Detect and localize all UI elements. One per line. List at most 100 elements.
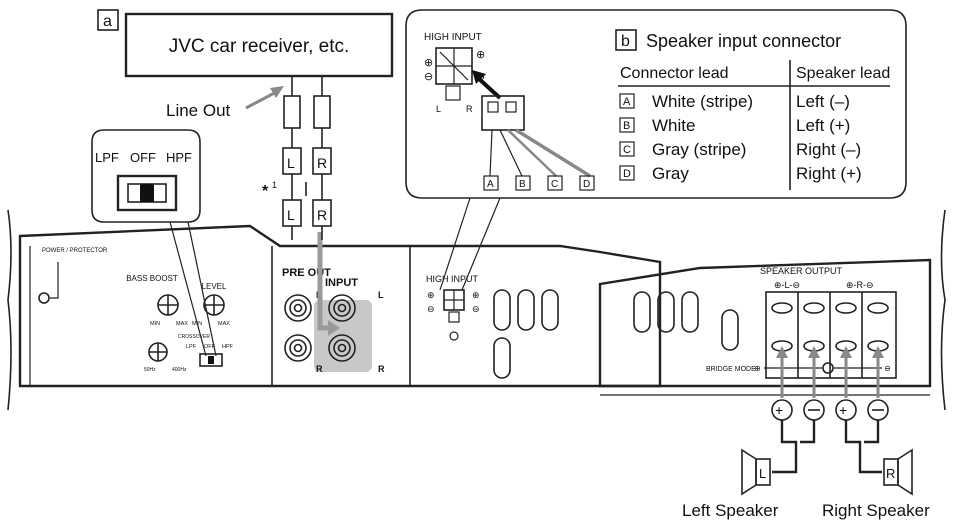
rca-r-label-2: R [317, 207, 327, 223]
speaker-output-label: SPEAKER OUTPUT [760, 266, 843, 276]
body-plus-right: ⊕ [472, 290, 480, 300]
amplifier-left-body [7, 209, 662, 411]
crossover-lpf-label: LPF [186, 344, 197, 350]
line-out-label: Line Out [166, 101, 231, 120]
power-led [38, 292, 50, 304]
vent-slots-right [633, 291, 739, 351]
body-high-input-label: HIGH INPUT [426, 274, 479, 284]
vent-slots-left [493, 289, 559, 379]
speaker-wires [776, 346, 884, 398]
terminal-left-minus[interactable] [803, 302, 825, 352]
lead-tag-a: A [487, 179, 494, 190]
lead-tag-d: D [583, 179, 590, 190]
terminal-left-plus[interactable] [771, 302, 793, 352]
bass-boost-knob[interactable] [157, 294, 179, 316]
switch-hpf-label: HPF [166, 150, 192, 165]
callout-plus-right: ⊕ [476, 49, 485, 61]
switch-lpf-label: LPF [95, 150, 119, 165]
table-row: D Gray Right (+) [619, 164, 862, 183]
connector-plug [481, 95, 591, 178]
bridge-mode-label: BRIDGE MODE [706, 366, 756, 373]
rca-arrow [317, 232, 330, 331]
callout-high-input-label: HIGH INPUT [424, 32, 482, 43]
crossover-knob[interactable] [148, 342, 168, 362]
plug-arrow-head [472, 70, 486, 84]
row-b-speaker: Left (+) [796, 116, 850, 135]
table-row: C Gray (stripe) Right (–) [619, 140, 861, 159]
footnote-marker: * [262, 183, 269, 200]
bridge-minus-symbol: ⊖ [884, 364, 891, 373]
left-speaker-mark: L [759, 466, 766, 481]
switch-large[interactable] [116, 174, 178, 212]
terminal-right-plus[interactable] [835, 302, 857, 352]
row-b-id: B [623, 120, 630, 132]
body-plus-left: ⊕ [427, 290, 435, 300]
left-speaker-icon [741, 448, 771, 496]
hz50-label: 50Hz [144, 367, 156, 373]
footnote-number: 1 [272, 180, 277, 190]
bridge-indicator [822, 362, 834, 374]
level-label: LEVEL [202, 282, 227, 291]
row-b-connector: White [652, 116, 695, 135]
label-b: b [621, 33, 630, 50]
crossover-switch[interactable] [199, 353, 223, 367]
label-a-box [97, 9, 119, 31]
row-d-id: D [623, 168, 631, 180]
rca-cables [282, 76, 332, 240]
right-speaker-label: Right Speaker [822, 501, 930, 520]
body-minus-left: ⊖ [427, 304, 435, 314]
row-a-connector: White (stripe) [652, 92, 753, 111]
table-row: A White (stripe) Left (–) [619, 92, 850, 111]
pre-out-jack-right[interactable] [284, 334, 312, 362]
input-jack-left[interactable] [328, 294, 356, 322]
terminal-right-minus[interactable] [867, 302, 889, 352]
input-jack-right[interactable] [328, 334, 356, 362]
callout-minus-left: ⊖ [424, 71, 433, 83]
callout-port [435, 47, 473, 101]
level-knob[interactable] [203, 294, 225, 316]
crossover-label: CROSSOVER [178, 334, 210, 340]
line-out-arrow-head [270, 86, 284, 98]
spk-right-polarity: ⊕-R-⊖ [846, 280, 874, 290]
row-c-id: C [623, 144, 631, 156]
rca-arrow-head [328, 320, 340, 336]
col-speaker-lead: Speaker lead [796, 65, 890, 82]
crossover-hpf-label: HPF [222, 344, 234, 350]
input-highlight [314, 300, 372, 372]
level-max-label: MAX [218, 321, 230, 327]
col-connector-lead: Connector lead [620, 65, 729, 82]
rca-l-label-1: L [287, 155, 295, 171]
speaker-cables [772, 420, 882, 474]
receiver-label: JVC car receiver, etc. [169, 36, 350, 57]
row-d-connector: Gray [652, 164, 689, 183]
callout-port-r: R [466, 104, 473, 114]
pre-out-r-label: R [316, 364, 323, 374]
bass-max-label: MAX [176, 321, 188, 327]
rca-r-label-1: R [317, 155, 327, 171]
bass-min-label: MIN [150, 321, 160, 327]
label-b-box [615, 29, 637, 51]
callout-plus-left: ⊕ [424, 57, 433, 69]
body-minus-right: ⊖ [472, 304, 480, 314]
pre-out-jack-left[interactable] [284, 294, 312, 322]
body-high-input-port[interactable] [443, 289, 465, 341]
bass-boost-label: BASS BOOST [126, 274, 178, 283]
row-a-speaker: Left (–) [796, 92, 850, 111]
svg-text:+: + [839, 402, 847, 418]
hz400-label: 400Hz [172, 367, 187, 373]
left-speaker-label: Left Speaker [682, 501, 779, 520]
right-speaker-icon [883, 448, 913, 496]
row-c-speaker: Right (–) [796, 140, 861, 159]
receiver-box [124, 12, 394, 78]
amplifier-right-body [598, 209, 946, 411]
lead-tag-b: B [519, 179, 526, 190]
svg-text:+: + [775, 402, 783, 418]
label-a: a [103, 13, 112, 30]
bridge-plus-symbol: ⊕ [754, 364, 761, 373]
row-d-speaker: Right (+) [796, 164, 862, 183]
wire-terminals: + + [771, 399, 889, 421]
spk-left-polarity: ⊕-L-⊖ [774, 280, 800, 290]
callout-port-l: L [436, 104, 441, 114]
